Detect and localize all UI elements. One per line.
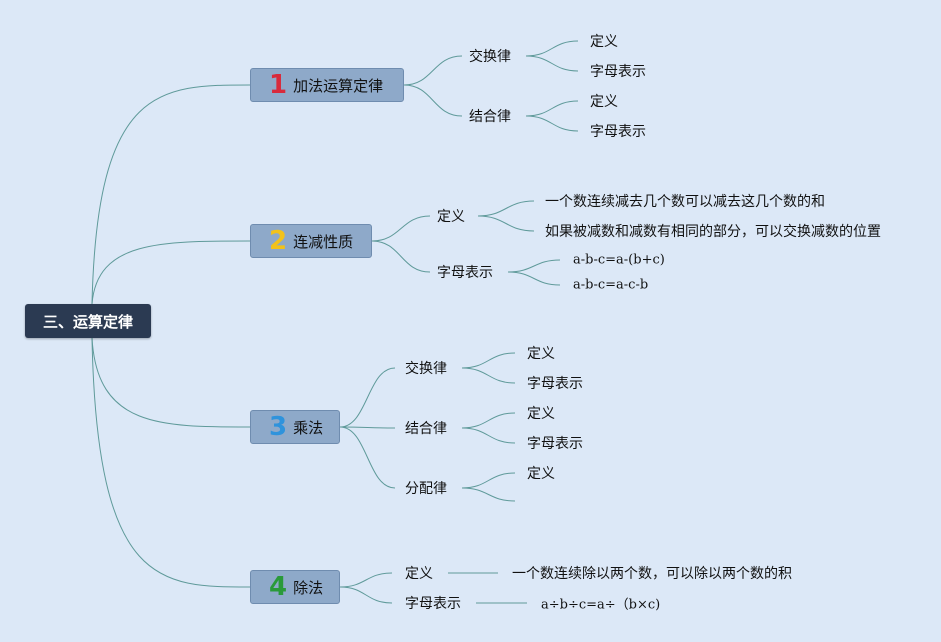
connector-line xyxy=(91,84,251,305)
connector-line xyxy=(507,259,561,273)
leaf-letter-notation[interactable]: 字母表示 xyxy=(527,376,583,392)
leaf-letter-notation[interactable]: 字母表示 xyxy=(527,436,583,452)
number-4-icon: 4 xyxy=(269,572,288,602)
connector-line xyxy=(461,367,516,384)
branch-addition-laws[interactable]: 1 加法运算定律 xyxy=(250,68,404,102)
leaf-formula[interactable]: a-b-c=a-(b+c) xyxy=(573,252,665,268)
leaf-letter-notation[interactable]: 字母表示 xyxy=(590,124,646,140)
node-multiplication-commutative[interactable]: 交换律 xyxy=(405,361,447,377)
node-addition-commutative[interactable]: 交换律 xyxy=(469,49,511,65)
leaf-text[interactable]: 一个数连续减去几个数可以减去这几个数的和 xyxy=(545,194,825,210)
number-2-icon: 2 xyxy=(269,226,288,256)
node-multiplication-associative[interactable]: 结合律 xyxy=(405,421,447,437)
connector-line xyxy=(339,586,393,604)
connector-line xyxy=(461,472,516,489)
root-topic[interactable]: 三、运算定律 xyxy=(25,304,151,338)
branch-multiplication[interactable]: 3 乘法 xyxy=(250,410,340,444)
connector-line xyxy=(403,55,463,86)
connector-line xyxy=(525,55,579,72)
node-addition-associative[interactable]: 结合律 xyxy=(469,109,511,125)
node-division-letters[interactable]: 字母表示 xyxy=(405,596,461,612)
connector-line xyxy=(461,352,516,369)
connector-line xyxy=(371,240,431,273)
connector-line xyxy=(461,487,516,502)
leaf-definition[interactable]: 定义 xyxy=(527,346,555,362)
branch-label: 乘法 xyxy=(293,418,324,437)
connector-line xyxy=(403,84,463,117)
connector-line xyxy=(339,426,396,429)
leaf-letter-notation[interactable]: 字母表示 xyxy=(590,64,646,80)
node-division-definition[interactable]: 定义 xyxy=(405,566,433,582)
leaf-text[interactable]: 一个数连续除以两个数，可以除以两个数的积 xyxy=(512,566,792,582)
connector-line xyxy=(507,271,561,286)
root-topic-label: 三、运算定律 xyxy=(42,312,133,331)
number-3-icon: 3 xyxy=(269,412,288,442)
connector-line xyxy=(91,240,251,305)
node-multiplication-distributive[interactable]: 分配律 xyxy=(405,481,447,497)
branch-label: 连减性质 xyxy=(293,232,354,251)
connector-line xyxy=(525,40,579,57)
connector-line xyxy=(91,337,251,588)
leaf-formula[interactable]: a-b-c=a-c-b xyxy=(573,277,649,293)
connector-line xyxy=(525,100,579,117)
leaf-definition[interactable]: 定义 xyxy=(590,94,618,110)
connector-line xyxy=(339,367,396,428)
connector-line xyxy=(91,337,251,428)
leaf-text[interactable]: 如果被减数和减数有相同的部分，可以交换减数的位置 xyxy=(545,224,881,240)
leaf-definition[interactable]: 定义 xyxy=(590,34,618,50)
connector-line xyxy=(525,115,579,132)
branch-division[interactable]: 4 除法 xyxy=(250,570,340,604)
leaf-definition[interactable]: 定义 xyxy=(527,406,555,422)
connector-line xyxy=(477,200,535,217)
branch-consecutive-subtraction[interactable]: 2 连减性质 xyxy=(250,224,372,258)
node-subtraction-definition[interactable]: 定义 xyxy=(437,209,465,225)
connector-line xyxy=(477,215,535,232)
leaf-formula[interactable]: a÷b÷c=a÷（b×c) xyxy=(541,597,661,613)
branch-label: 除法 xyxy=(293,578,324,597)
leaf-definition[interactable]: 定义 xyxy=(527,466,555,482)
connector-line xyxy=(461,427,516,444)
node-subtraction-letters[interactable]: 字母表示 xyxy=(437,265,493,281)
branch-label: 加法运算定律 xyxy=(293,76,384,95)
connector-line xyxy=(339,572,393,588)
connector-line xyxy=(461,412,516,429)
connector-line xyxy=(339,426,396,489)
number-1-icon: 1 xyxy=(269,70,288,100)
connector-line xyxy=(371,215,431,242)
